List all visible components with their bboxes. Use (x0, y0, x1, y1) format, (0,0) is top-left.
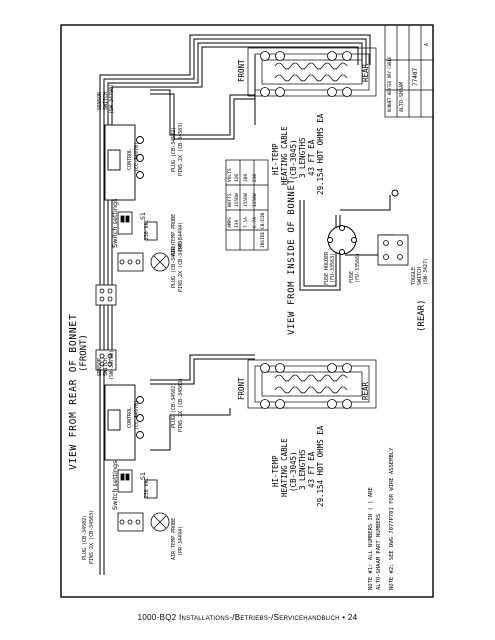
volt-bottom: 230 VAC (145, 477, 150, 498)
sensor-switch-bottom (95, 349, 117, 371)
volt-r2-c1: 208 (244, 173, 249, 182)
volt-top: 230 VAC (145, 219, 150, 240)
air-temp-bot-2: (PR-34494) (178, 525, 184, 556)
footer-page-number: 24 (347, 613, 358, 622)
note-2: ALTO-SHAAM PART NUMBERS (376, 513, 382, 590)
sensor-bot-3: (SW-34790) (109, 349, 115, 380)
volt-th-2: WATTS (228, 193, 233, 207)
heat-bot-3: (CB-3045) (289, 451, 298, 492)
volt-r1-c1: 120 (235, 173, 240, 182)
title-block (384, 24, 434, 118)
page-footer: 1000-BQ2 Installations-/Betriebs-/Servic… (0, 613, 495, 622)
title-rev: A (424, 42, 430, 46)
ground-terminal (391, 189, 399, 197)
plug-bottom-b: PINS 2X (CB-34503) (89, 509, 95, 564)
volt-th-3: AMPS (228, 217, 233, 228)
rear-label-bottom: REAR (361, 381, 370, 400)
volt-r3-c1: 230 (253, 173, 258, 182)
heat-bot-4: 3 LENGTHS (298, 449, 307, 490)
view-inside-label: VIEW FROM INSIDE OF BONNET (287, 178, 297, 335)
volt-r1-c2: 1550W (235, 193, 240, 207)
plug-low-a: PLUG (CB-34502) (171, 382, 177, 428)
plug-top-b: PINS 2X (CB-34503) (178, 121, 184, 176)
rear-label-top: REAR (361, 63, 370, 82)
heat-bot-6: 29.154 HOT OHMS EA (316, 425, 325, 507)
plug-top-a: PLUG (CB-34502) (171, 126, 177, 172)
heat-bot-1: HI-TEMP (271, 455, 280, 487)
volt-r2-c3: 7.5A (244, 217, 249, 228)
heat-top-4: 3 LENGTHS (298, 137, 307, 178)
terminal-row-bottom (260, 363, 352, 409)
control-bottom-part: (CC-34970) (134, 399, 140, 430)
title-drawing: BONNET HEATED DRY CABLE (387, 56, 392, 112)
toggle-switch-block (377, 234, 409, 266)
volt-r3-c3: 6.7A (253, 217, 258, 228)
heat-bot-2: HEATING CABLE (280, 438, 289, 497)
control-bottom-label: CONTROL (127, 406, 133, 428)
heat-top-2: HEATING CABLE (280, 126, 289, 185)
fuse-holder-circle (327, 225, 357, 255)
heat-top-1: HI-TEMP (271, 143, 280, 175)
control-board-top (104, 124, 144, 201)
front-label-top: FRONT (237, 59, 246, 82)
footer-model: 1000-BQ2 (137, 613, 177, 622)
front-paren-label: (FRONT) (79, 334, 89, 372)
footer-title: Installations-/Betriebs-/Servicehandbuch (179, 613, 340, 622)
volt-th-1: VOLTS (228, 168, 233, 182)
volt-footer: INSIDE CB/DIN (261, 212, 266, 248)
note-1: NOTE #1: ALL NUMBERS IN ( ) ARE (368, 487, 374, 590)
switch-settings-bottom: Switch settings (111, 460, 119, 510)
view-rear-label: VIEW FROM REAR OF BONNET (68, 313, 79, 470)
plug-connector-top (117, 252, 170, 272)
volt-r1-c3: 13A (235, 219, 240, 228)
heating-cable-bottom (247, 359, 377, 409)
wiring-bottom (99, 354, 255, 575)
plug-low-b: PINS 2X (CB-34503) (178, 377, 184, 432)
control-top-part: (CC-34970) (134, 141, 140, 172)
heat-bot-5: 43 FT EA (307, 451, 316, 488)
heat-top-6: 29.154 HOT OHMS EA (316, 113, 325, 195)
control-top-label: CONTROL (127, 148, 133, 170)
drawing-frame (60, 24, 434, 598)
sensor-switch-top (95, 284, 117, 306)
title-company: ALTO-SHAAM (399, 81, 405, 112)
volt-table-grid (225, 159, 269, 251)
switch-settings-top: Switch settings (111, 198, 119, 248)
heat-top-3: (CB-3045) (289, 139, 298, 180)
rear-paren-label: (REAR) (417, 299, 427, 332)
toggle-3: (SW-3427) (423, 257, 429, 285)
sensor-top-3: (SW-34790) (109, 83, 115, 114)
volt-r2-c2: 1550W (244, 193, 249, 207)
switch-block-bottom (117, 469, 158, 499)
air-temp-bot-1: AIR TEMP PROBE (171, 517, 177, 560)
note-3: NOTE #2: SEE DWG 7077P701 FOR WIRE ASSEM… (389, 447, 395, 590)
heat-top-5: 43 FT EA (307, 139, 316, 176)
control-board-bottom (104, 384, 144, 461)
volt-r3-c2: 1550W (253, 193, 258, 207)
air-temp-top-2: (PR-34494) (178, 221, 184, 252)
terminal-row-top (260, 51, 352, 97)
air-temp-top-1: AIR TEMP PROBE (171, 213, 177, 256)
fuse-holder-2: (FU-33563) (330, 252, 336, 283)
plug-connector-bottom (117, 512, 170, 532)
plug-bottom-a: PLUG (CB-34502) (82, 514, 88, 560)
title-dwg-no: 77407 (412, 67, 419, 86)
fuse-2: (FU-33566) (355, 252, 361, 283)
footer-separator: • (342, 613, 346, 622)
front-label-bottom: FRONT (237, 377, 246, 400)
switch-block-top (117, 211, 158, 241)
heating-cable-top (247, 47, 377, 97)
